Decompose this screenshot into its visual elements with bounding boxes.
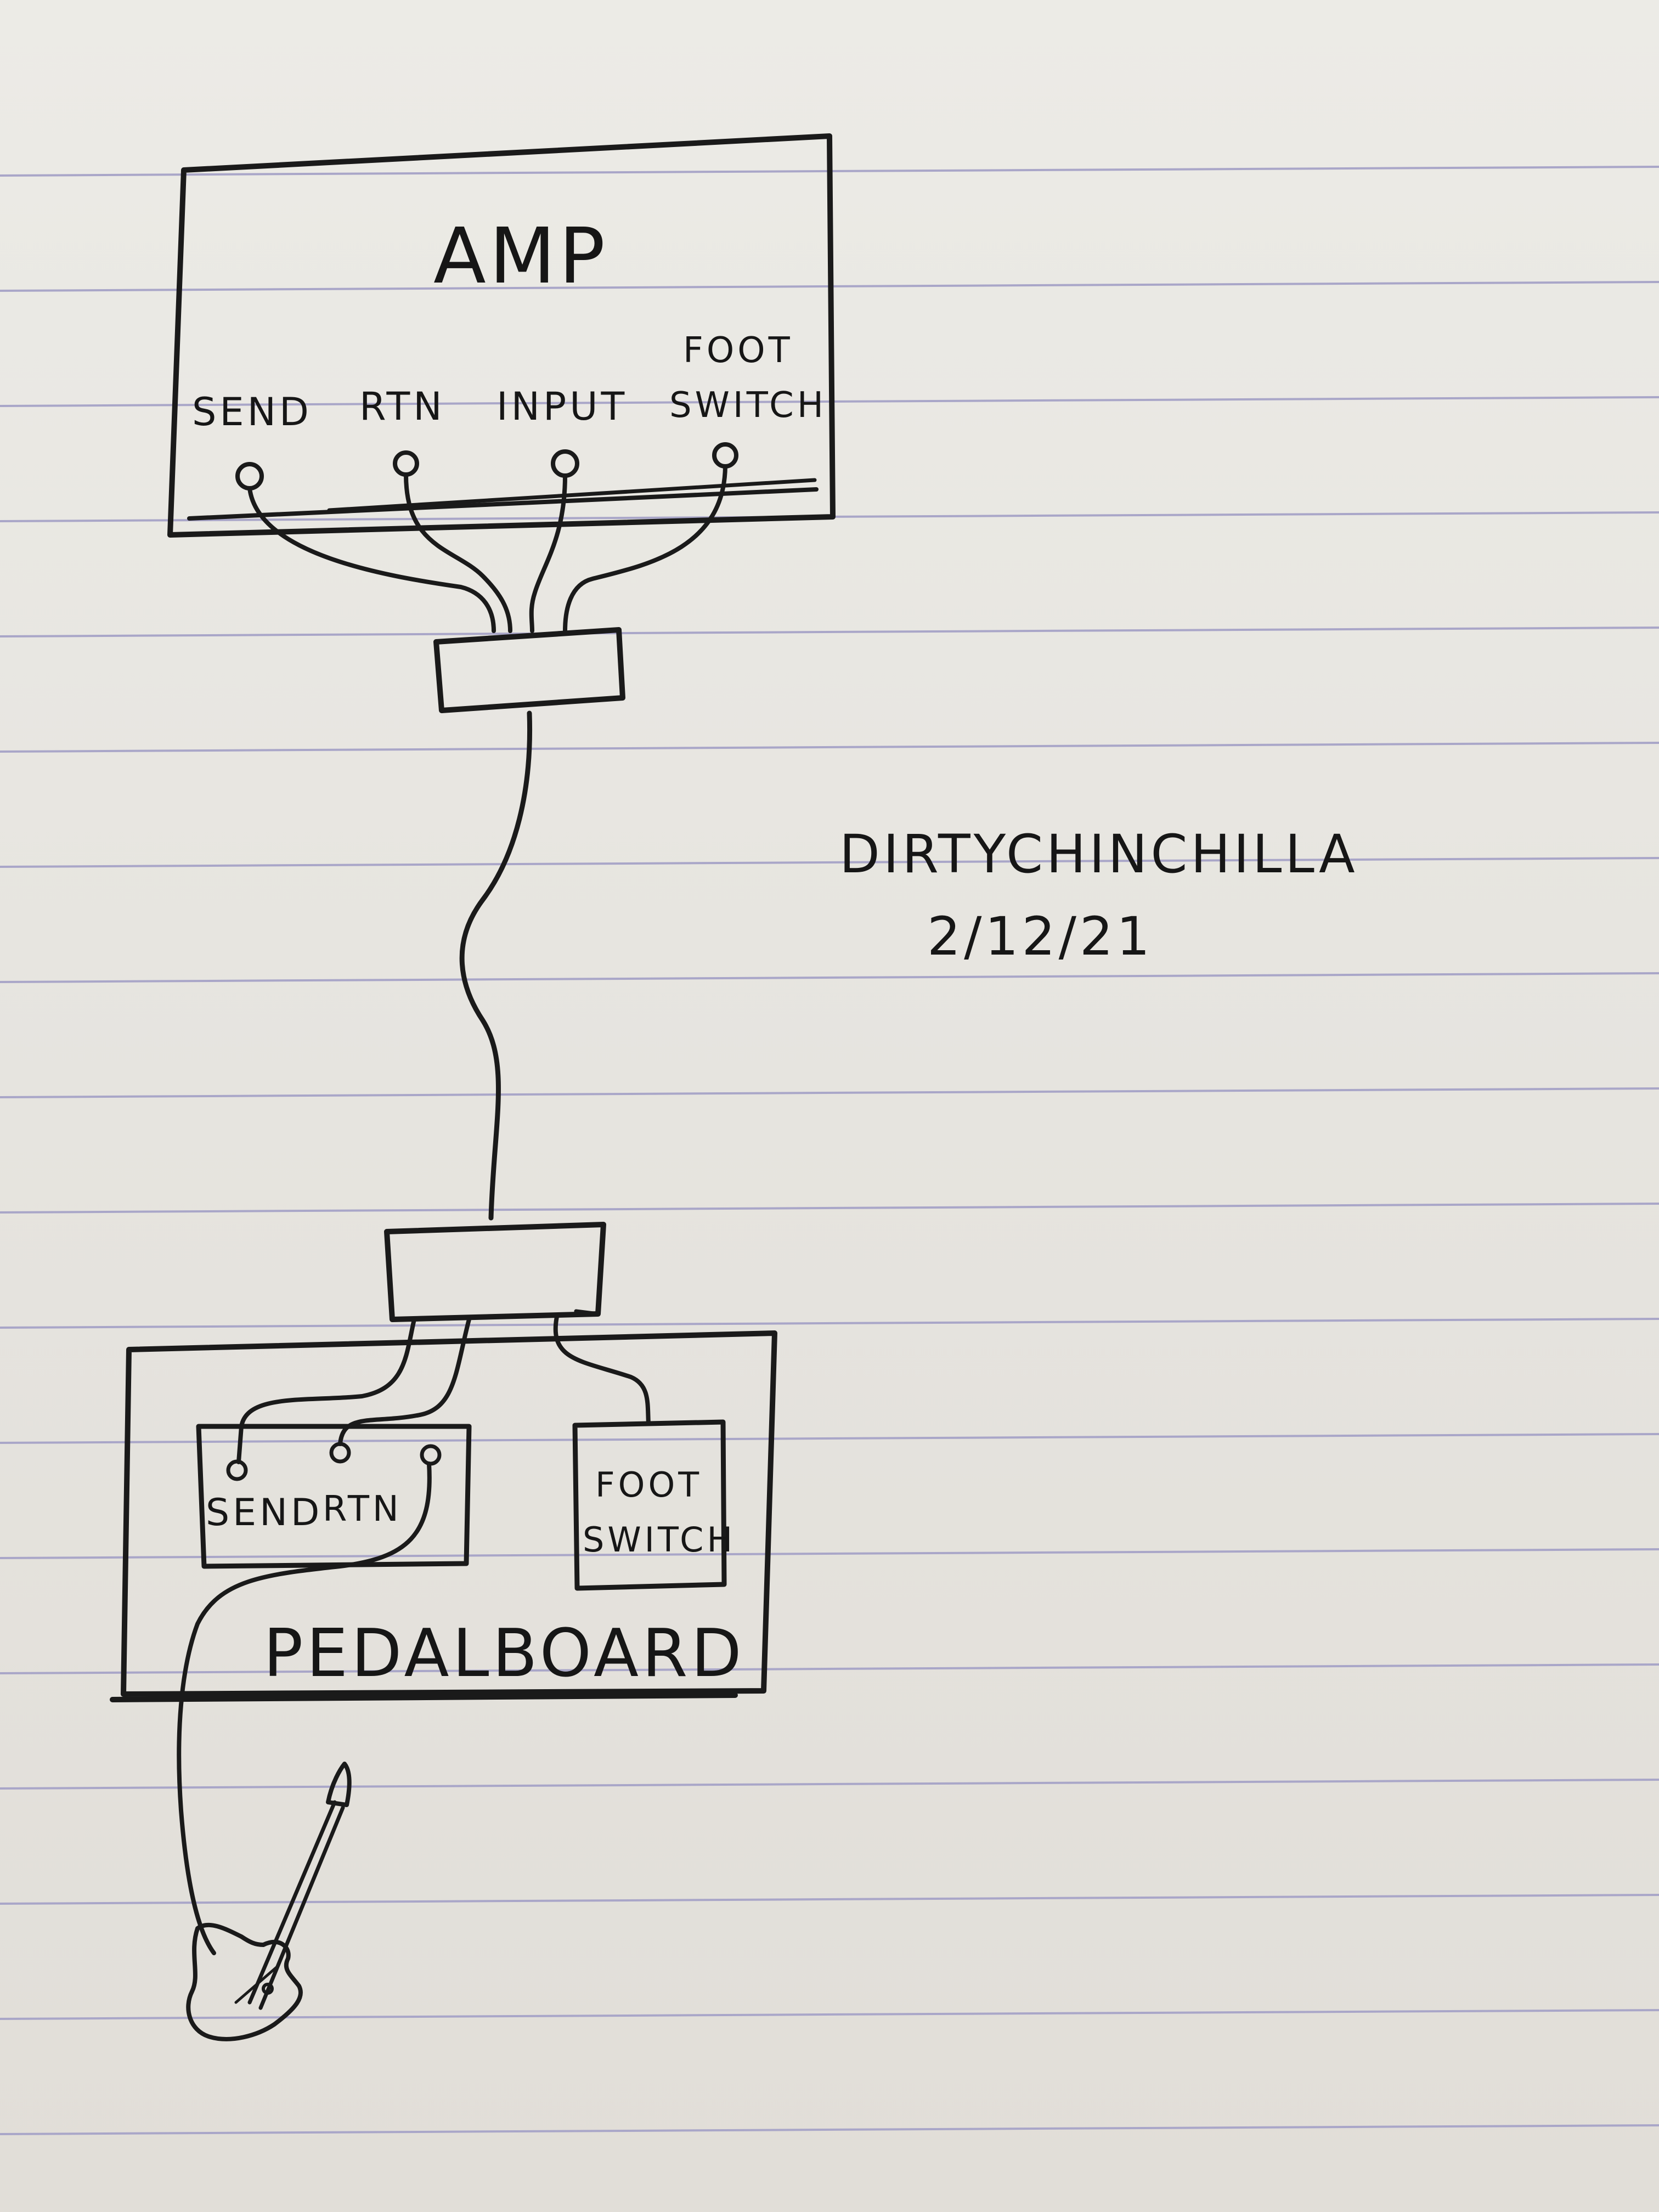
ruled-line (0, 1894, 1659, 1905)
signature-date: 2/12/21 (927, 906, 1153, 967)
amp-send-label: SEND (192, 390, 312, 435)
pedal-input-jack (420, 1444, 442, 1466)
pedal-send-jack (226, 1459, 248, 1481)
amp-footswitch-jack (712, 442, 738, 469)
pedal-rtn-label: RTN (323, 1489, 402, 1530)
ruled-line (0, 1548, 1659, 1559)
loop-pedal: SEND RTN (196, 1424, 472, 1569)
amp-footswitch-label-1: FOOT (683, 330, 793, 371)
ruled-line (0, 1433, 1659, 1444)
top-connector (433, 627, 625, 713)
guitar-icon (186, 1762, 352, 2041)
pedal-rtn-jack (329, 1442, 351, 1464)
amp-footswitch-label-2: SWITCH (669, 385, 827, 426)
amp-input-jack (551, 449, 579, 478)
pedal-footswitch-label-2: SWITCH (583, 1520, 736, 1560)
amp-rtn-label: RTN (359, 384, 445, 429)
ruled-line (0, 1203, 1659, 1214)
ruled-line (0, 742, 1659, 753)
ruled-line (0, 627, 1659, 637)
ruled-line (0, 2124, 1659, 2135)
amp-title: AMP (433, 212, 608, 301)
pedal-send-label: SEND (206, 1491, 323, 1534)
ruled-line (0, 1318, 1659, 1329)
pedalboard-title: PEDALBOARD (263, 1616, 745, 1692)
signature-name: DIRTYCHINCHILLA (839, 823, 1358, 885)
ruled-lines (0, 166, 1659, 2135)
pedalboard-box: PEDALBOARD (110, 1330, 777, 1702)
ruled-line (0, 2009, 1659, 2020)
snake-cable (459, 710, 532, 1221)
ruled-line (0, 972, 1659, 983)
signature-block: DIRTYCHINCHILLA 2/12/21 (839, 823, 1358, 967)
guitar-cable (177, 1462, 432, 1955)
ruled-line (0, 857, 1659, 868)
amp-cables (247, 464, 727, 633)
pedal-footswitch-label-1: FOOT (595, 1465, 702, 1505)
ruled-line (0, 1779, 1659, 1790)
footswitch-box: FOOT SWITCH (572, 1419, 736, 1591)
pedalboard-cables (236, 1314, 651, 1464)
amp-box: AMP SEND RTN INPUT FOOT SWITCH (167, 133, 836, 538)
ruled-line (0, 1663, 1659, 1674)
amp-send-jack (235, 462, 264, 490)
bottom-connector (384, 1222, 606, 1322)
amp-rtn-jack (393, 450, 419, 477)
ruled-line (0, 1087, 1659, 1098)
amp-input-label: INPUT (496, 384, 628, 429)
